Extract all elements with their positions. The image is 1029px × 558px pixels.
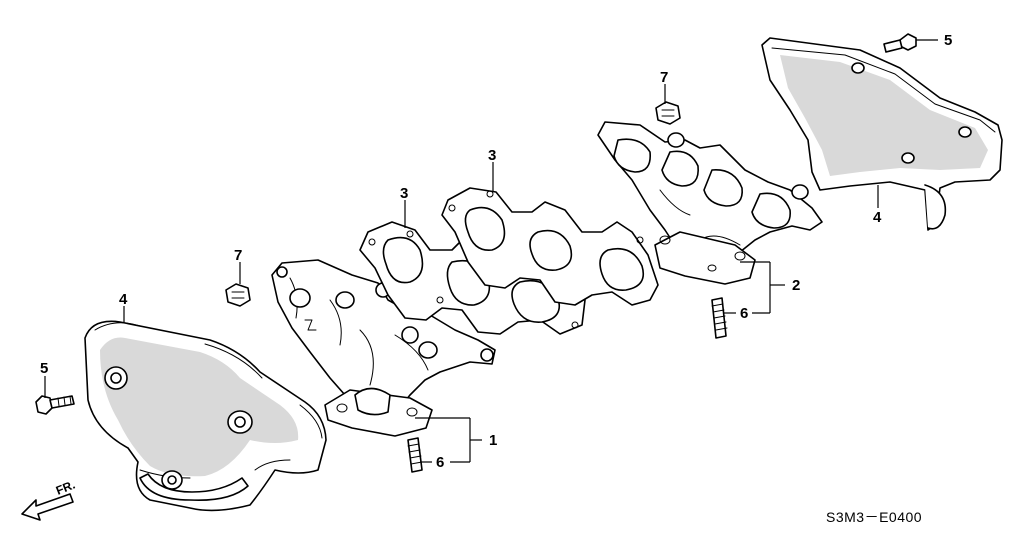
stud-right[interactable] bbox=[711, 297, 728, 339]
callout-3-rear-gasket: 3 bbox=[488, 147, 496, 164]
front-direction-arrow: FR. bbox=[21, 478, 77, 521]
callout-4-rear-shield: 4 bbox=[873, 209, 882, 226]
leader-lines bbox=[44, 39, 938, 463]
callout-1: 1 bbox=[489, 432, 497, 449]
callout-3-front-gasket: 3 bbox=[400, 185, 408, 202]
nut-right[interactable] bbox=[655, 101, 681, 125]
gasket-rear[interactable] bbox=[441, 187, 659, 306]
callout-5-right-bolt: 5 bbox=[944, 32, 952, 49]
exhaust-manifold-rear[interactable] bbox=[597, 121, 823, 285]
callout-7-left-nut: 7 bbox=[234, 247, 242, 264]
exhaust-manifold-front[interactable] bbox=[271, 259, 496, 437]
heat-shield-front[interactable] bbox=[84, 320, 327, 512]
callout-5-left-bolt: 5 bbox=[40, 360, 48, 377]
callout-2: 2 bbox=[792, 277, 800, 294]
front-direction-label: FR. bbox=[54, 478, 77, 498]
callout-6-left-stud: 6 bbox=[436, 454, 444, 471]
heat-shield-rear[interactable] bbox=[761, 37, 1003, 231]
nut-left[interactable] bbox=[225, 283, 251, 307]
bolt-left[interactable] bbox=[35, 395, 75, 415]
stud-left[interactable] bbox=[407, 437, 423, 473]
callout-6-right-stud: 6 bbox=[740, 305, 748, 322]
drawing-code: S3M3－E0400 bbox=[826, 509, 922, 525]
callout-7-right-nut: 7 bbox=[660, 69, 668, 86]
callout-4-front-shield: 4 bbox=[119, 291, 128, 308]
bolt-right[interactable] bbox=[883, 33, 917, 53]
